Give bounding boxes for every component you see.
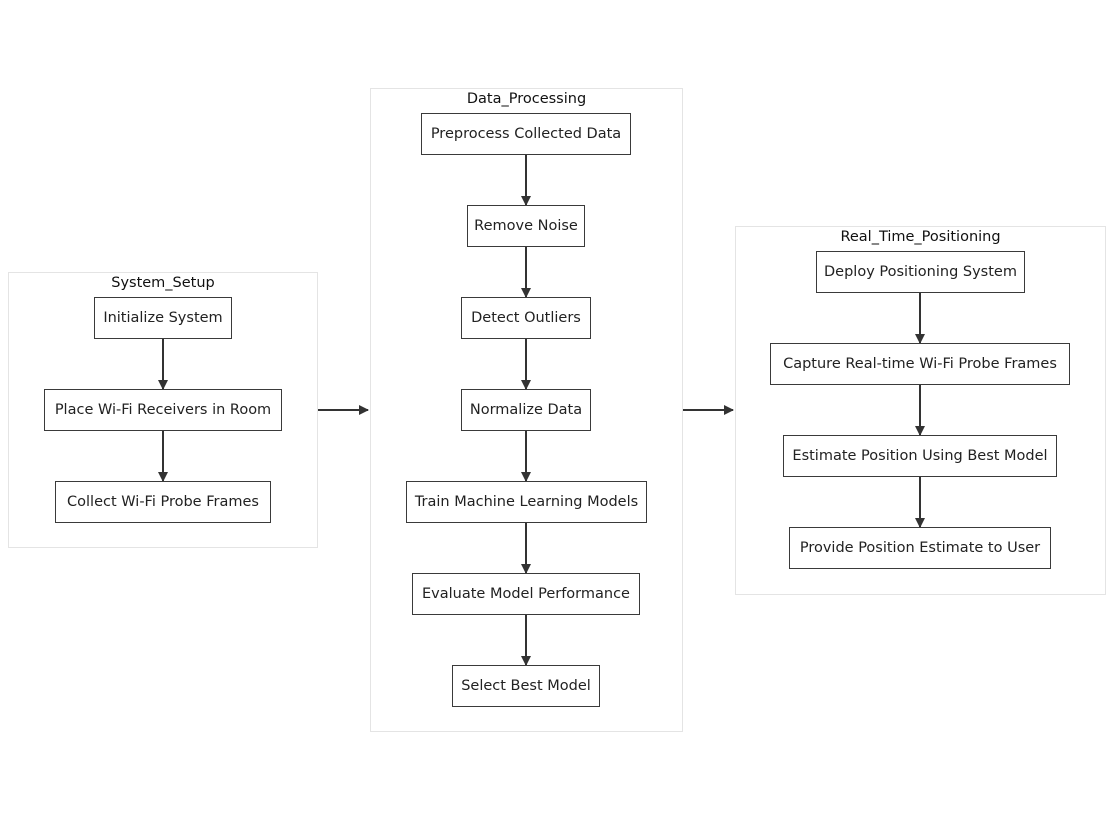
node-estimate-position: Estimate Position Using Best Model [783,435,1057,477]
node-capture-realtime-probe-frames: Capture Real-time Wi-Fi Probe Frames [770,343,1070,385]
node-remove-noise: Remove Noise [467,205,585,247]
node-train-ml-models: Train Machine Learning Models [406,481,647,523]
node-deploy-positioning-system: Deploy Positioning System [816,251,1025,293]
node-initialize-system: Initialize System [94,297,232,339]
cluster-title-data-processing: Data_Processing [466,91,587,107]
node-normalize-data: Normalize Data [461,389,591,431]
node-evaluate-model-performance: Evaluate Model Performance [412,573,640,615]
node-place-wifi-receivers: Place Wi-Fi Receivers in Room [44,389,282,431]
node-collect-wifi-probe-frames: Collect Wi-Fi Probe Frames [55,481,271,523]
cluster-title-system-setup: System_Setup [111,275,215,291]
cluster-title-real-time-positioning: Real_Time_Positioning [840,229,1001,245]
node-provide-position-estimate: Provide Position Estimate to User [789,527,1051,569]
node-preprocess-collected-data: Preprocess Collected Data [421,113,631,155]
node-detect-outliers: Detect Outliers [461,297,591,339]
node-select-best-model: Select Best Model [452,665,600,707]
